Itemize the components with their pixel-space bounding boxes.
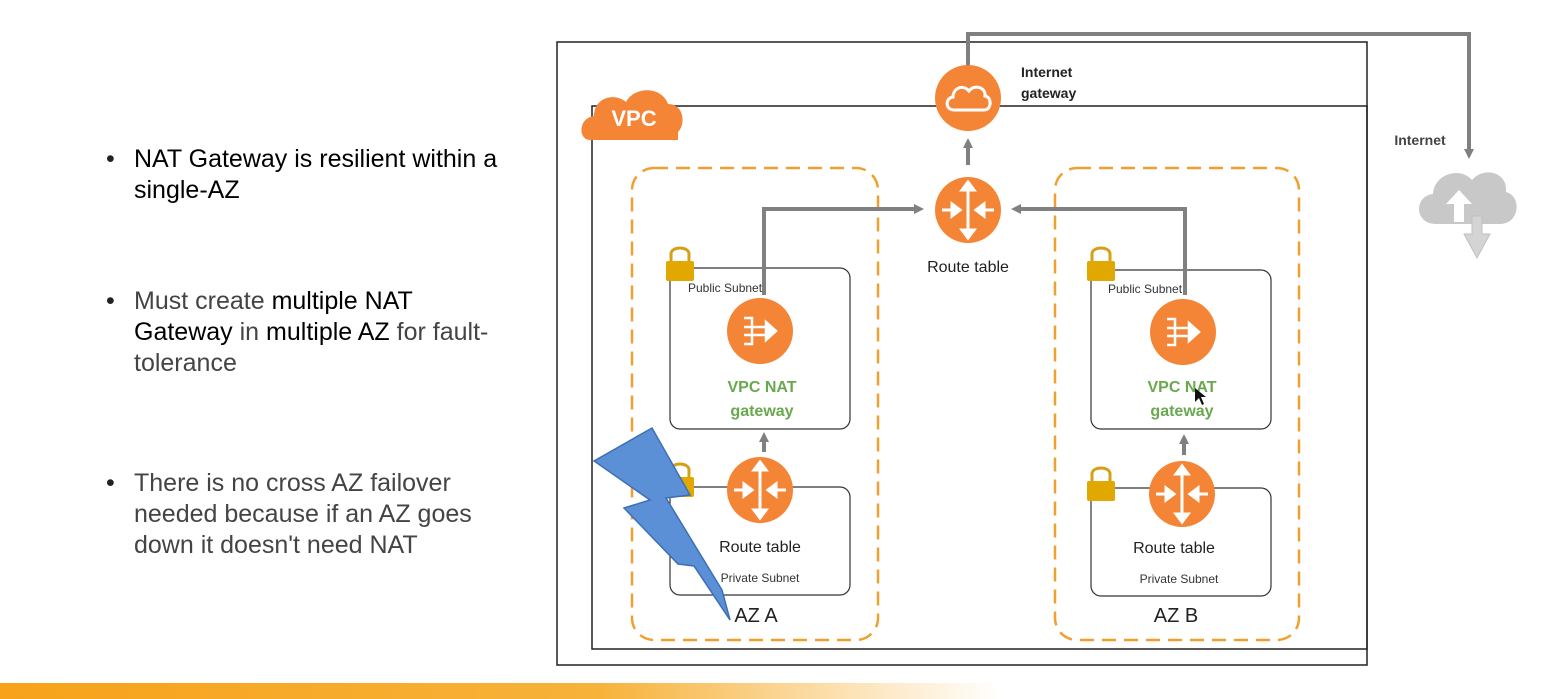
internet-label: Internet xyxy=(1394,132,1446,148)
public-subnet-label: Public Subnet xyxy=(1108,282,1183,296)
bullet-text: multiple NAT Gateway xyxy=(134,287,413,346)
nat-gateway-icon xyxy=(727,298,793,364)
bullet-text: NAT Gateway is resilient within a single… xyxy=(134,145,498,204)
public-subnet-label: Public Subnet xyxy=(688,281,763,295)
private-subnet-label: Private Subnet xyxy=(721,571,800,585)
vpc-cloud-icon: VPC xyxy=(581,90,683,140)
private-subnet-label: Private Subnet xyxy=(1140,572,1219,586)
bullet-text: multiple AZ xyxy=(266,318,390,346)
router-icon xyxy=(935,177,1001,243)
router-icon xyxy=(1149,461,1215,527)
bullet-dot: • xyxy=(106,145,115,173)
failure-lightning-icon xyxy=(592,426,731,621)
footer-accent-bar xyxy=(0,683,1000,699)
az-label: AZ A xyxy=(734,605,778,627)
nat-gateway-label: gateway xyxy=(730,403,793,420)
internet-gateway-label: gateway xyxy=(1021,85,1076,101)
bullet-item: • Must create multiple NAT Gateway in mu… xyxy=(96,286,506,379)
internet-cloud-icon xyxy=(1419,172,1517,260)
az-label: AZ B xyxy=(1154,605,1198,627)
router-icon xyxy=(727,457,793,523)
nat-gateway-icon xyxy=(1150,299,1216,365)
az-b-boundary xyxy=(1053,166,1301,642)
bullet-text: for fault-tolerance xyxy=(134,318,489,377)
bullet-dot: • xyxy=(106,469,115,497)
route-table-label: Route table xyxy=(719,539,801,556)
bullet-text: There is no cross AZ failover needed bec… xyxy=(134,469,472,559)
nat-gateway-label: VPC NAT xyxy=(727,379,796,396)
lock-icon xyxy=(666,246,694,281)
lock-icon xyxy=(1087,466,1115,501)
bullet-text: Must create xyxy=(134,287,272,315)
bullet-text: in xyxy=(232,318,267,346)
az-a-boundary xyxy=(630,166,880,642)
nat-gateway-label: VPC NAT xyxy=(1147,379,1216,396)
internet-gateway-icon xyxy=(935,65,1001,131)
mouse-cursor-icon xyxy=(1195,388,1206,405)
lock-icon xyxy=(1087,246,1115,281)
connectors xyxy=(759,32,1474,455)
bullet-dot: • xyxy=(106,287,115,315)
bullet-item: • There is no cross AZ failover needed b… xyxy=(96,468,506,561)
nat-gateway-label: gateway xyxy=(1150,403,1213,420)
bullet-item: • NAT Gateway is resilient within a sing… xyxy=(96,144,506,206)
vpc-label: VPC xyxy=(611,106,656,131)
route-table-label: Route table xyxy=(1133,540,1215,557)
internet-gateway-label: Internet xyxy=(1021,64,1073,80)
route-table-label: Route table xyxy=(927,259,1009,276)
